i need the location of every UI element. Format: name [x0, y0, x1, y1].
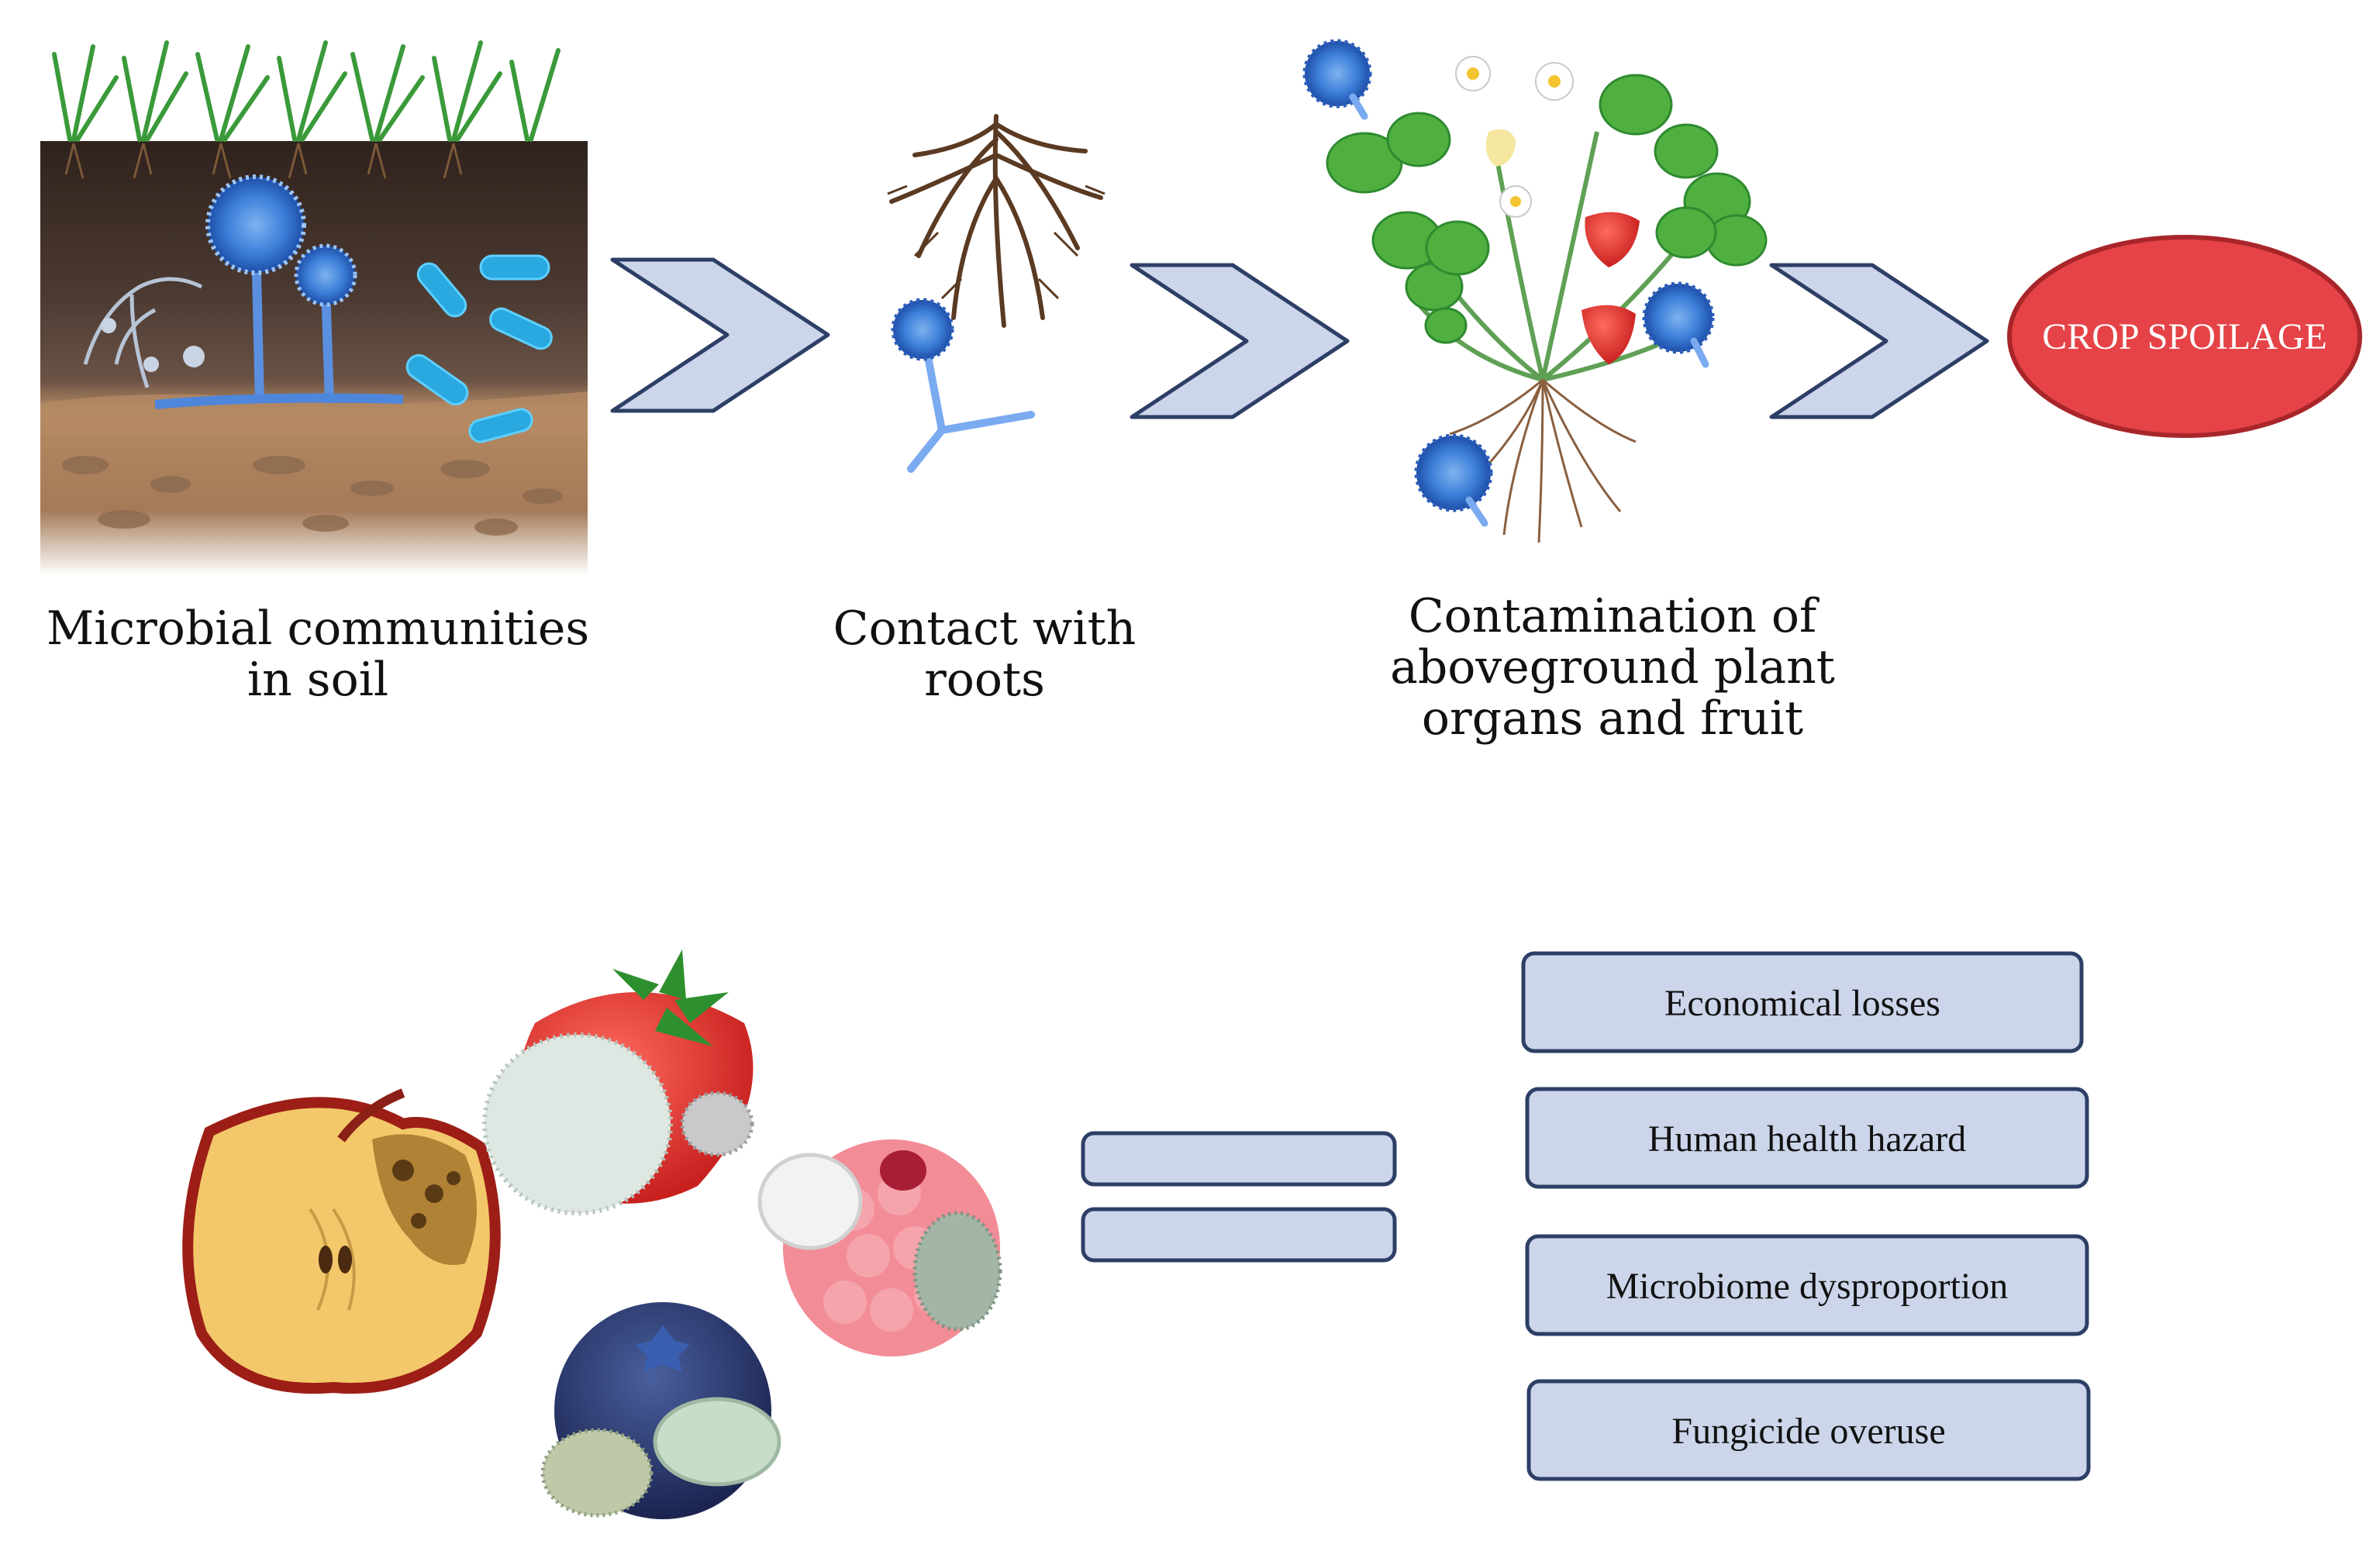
- consequence-label: Microbiome dysproportion: [1606, 1266, 2009, 1307]
- caption-line: Microbial communities: [46, 601, 590, 656]
- equals-sign: [1081, 1131, 1397, 1263]
- caption-line: Contact with: [833, 601, 1137, 656]
- chevron-arrow-1: [610, 257, 830, 413]
- step-caption-roots: Contact with roots: [783, 603, 1186, 705]
- consequence-label: Fungicide overuse: [1671, 1411, 1945, 1452]
- caption-line: Contamination of: [1408, 589, 1817, 643]
- hyphae-icon: [83, 277, 203, 388]
- strawberry-icon: [482, 950, 754, 1215]
- consequence-label: Human health hazard: [1648, 1118, 1966, 1160]
- strawberry-plant-illustration: [1302, 39, 1768, 543]
- spoiled-fruits-illustration: [182, 950, 1002, 1519]
- raspberry-icon: [757, 1139, 1002, 1356]
- step-caption-soil: Microbial communities in soil: [23, 603, 612, 705]
- grass-icon: [52, 40, 561, 142]
- caption-line: aboveground plant: [1390, 640, 1835, 695]
- step-caption-contamination: Contamination of aboveground plant organ…: [1318, 591, 1907, 744]
- caption-line: roots: [924, 653, 1045, 707]
- apple-icon: [182, 1088, 501, 1394]
- consequence-label: Economical losses: [1664, 983, 1940, 1024]
- consequence-box-4: [1526, 1379, 2091, 1481]
- consequence-box-3: [1525, 1234, 2089, 1336]
- blueberry-icon: [540, 1302, 781, 1519]
- bacteria-icon: [405, 254, 553, 443]
- crop-spoilage-oval: CROP SPOILAGE: [2007, 235, 2362, 438]
- chevron-arrow-2: [1130, 263, 1350, 419]
- roots-illustration: [887, 114, 1105, 473]
- soil-illustration: [40, 40, 588, 575]
- caption-line: in soil: [247, 653, 389, 707]
- caption-line: organs and fruit: [1421, 691, 1804, 746]
- consequence-box-1: [1521, 951, 2084, 1053]
- chevron-arrow-3: [1769, 263, 1989, 419]
- fungus-icon: [154, 174, 404, 409]
- consequence-box-2: [1525, 1087, 2089, 1189]
- crop-spoilage-label: CROP SPOILAGE: [2042, 316, 2327, 357]
